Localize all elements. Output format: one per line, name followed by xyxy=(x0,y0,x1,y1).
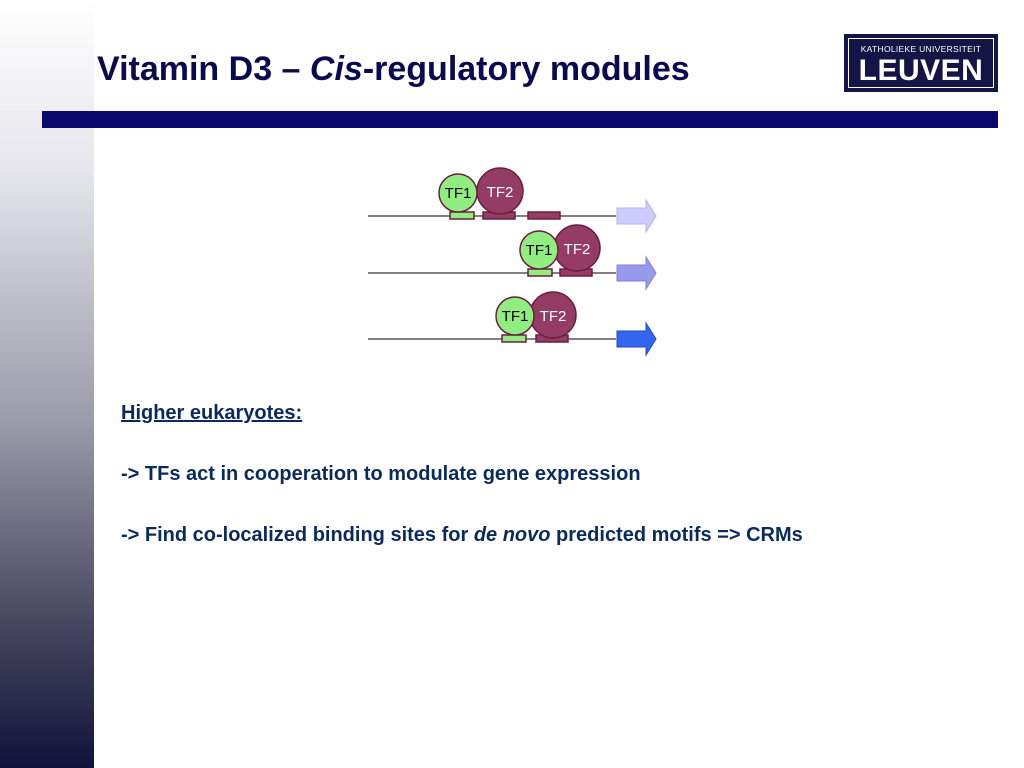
title-divider-bar xyxy=(42,111,998,128)
gene-row-3: TF2 TF1 xyxy=(368,291,657,357)
tf1-protein-2 xyxy=(519,230,559,270)
side-gradient-bar xyxy=(0,0,94,768)
tf2-label-1: TF2 xyxy=(487,184,514,201)
university-logo: KATHOLIEKE UNIVERSITEIT LEUVEN xyxy=(844,34,998,92)
bullet-line-1: -> TFs act in cooperation to modulate ge… xyxy=(121,463,641,485)
tf2-label-2: TF2 xyxy=(564,241,591,258)
tf2-label-3: TF2 xyxy=(540,308,567,325)
logo-main-text: LEUVEN xyxy=(858,54,984,87)
tf1-label-3: TF1 xyxy=(502,308,529,325)
gene-row-2: TF2 TF1 xyxy=(368,224,657,291)
bullet-line-2: -> Find co-localized binding sites for d… xyxy=(121,524,803,547)
tf1-protein-1 xyxy=(438,173,478,213)
gene-arrow-3 xyxy=(616,321,657,357)
tf1-label-1: TF1 xyxy=(445,185,472,202)
gene-row-1: TF2 TF1 xyxy=(368,167,657,234)
title-italic: Cis xyxy=(309,50,363,88)
tf1-label-2: TF1 xyxy=(526,242,553,259)
slide-title: Vitamin D3 – Cis-regulatory modules xyxy=(97,50,690,89)
line2-prefix: -> Find co-localized binding sites for xyxy=(121,524,474,546)
gene-arrow-1 xyxy=(616,198,657,234)
logo-frame: KATHOLIEKE UNIVERSITEIT LEUVEN xyxy=(848,38,994,88)
tf1-binding-site-1 xyxy=(449,211,475,220)
tf2-binding-site-1b xyxy=(527,211,561,220)
line2-italic: de novo xyxy=(473,524,551,546)
line2-suffix: predicted motifs => CRMs xyxy=(550,524,803,546)
section-heading: Higher eukaryotes: xyxy=(121,402,303,424)
tf1-protein-3 xyxy=(495,296,535,336)
title-prefix: Vitamin D3 – xyxy=(97,50,310,88)
gene-arrow-2 xyxy=(616,255,657,291)
tf1-binding-site-2 xyxy=(527,268,553,277)
logo-top-text: KATHOLIEKE UNIVERSITEIT xyxy=(860,44,982,54)
tf1-binding-site-3 xyxy=(501,334,527,343)
title-suffix: -regulatory modules xyxy=(362,50,690,88)
